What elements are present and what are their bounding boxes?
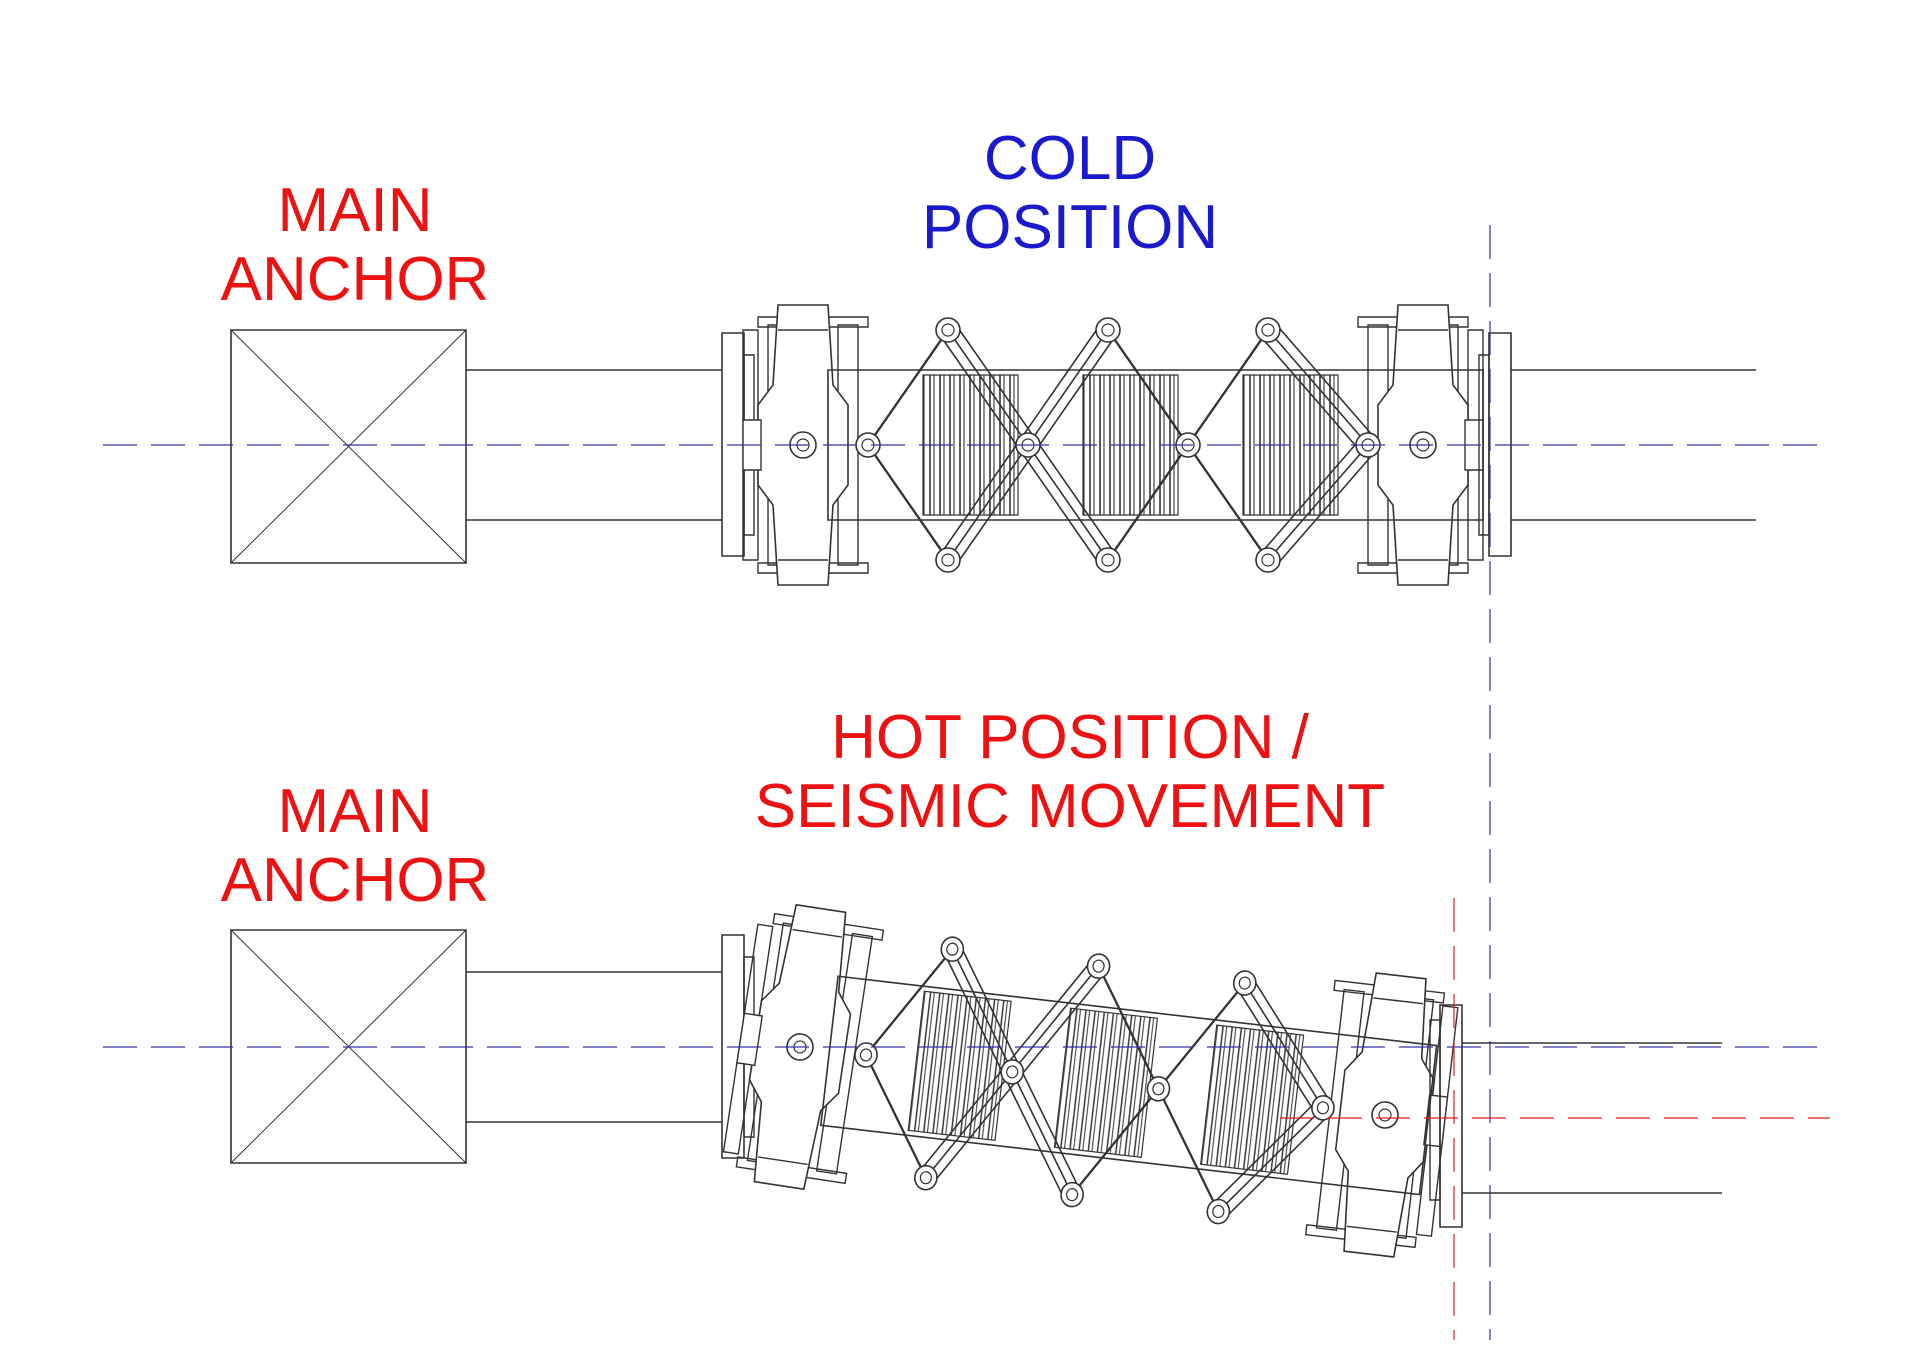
cold-position-assembly: [103, 304, 1830, 586]
hot-position-assembly: [103, 898, 1830, 1340]
cold-position-label: COLD POSITION: [870, 124, 1270, 263]
main-anchor-top: [231, 330, 466, 563]
label-line: ANCHOR: [220, 245, 490, 315]
label-line: COLD: [983, 124, 1157, 193]
label-line: HOT POSITION /: [831, 703, 1309, 772]
main-anchor-label-top: MAIN ANCHOR: [205, 176, 505, 315]
hot-position-label: HOT POSITION / SEISMIC MOVEMENT: [700, 703, 1440, 842]
label-line: POSITION: [921, 193, 1219, 263]
label-line: ANCHOR: [220, 846, 490, 916]
label-line: MAIN: [277, 777, 433, 846]
label-line: MAIN: [277, 176, 433, 245]
label-line: SEISMIC MOVEMENT: [754, 772, 1386, 842]
main-anchor-label-bottom: MAIN ANCHOR: [205, 777, 505, 916]
